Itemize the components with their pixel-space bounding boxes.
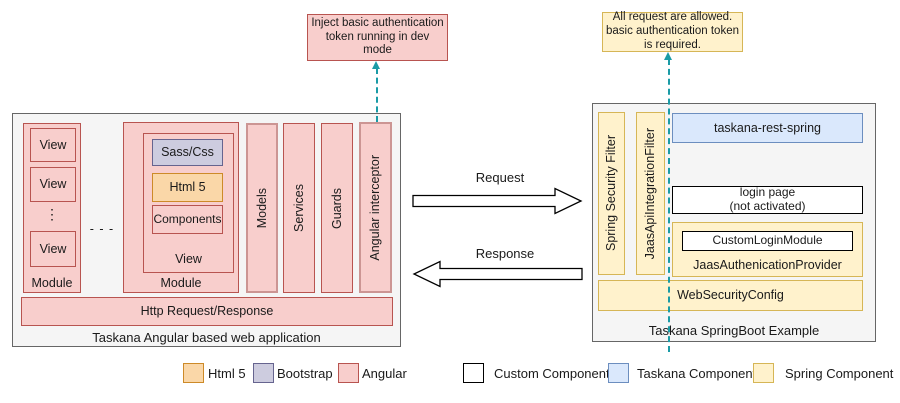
module2-label: Module	[160, 276, 202, 290]
legend-angular: Angular	[338, 363, 407, 383]
legend-bootstrap-label: Bootstrap	[277, 365, 333, 381]
note-all-requests: All request are allowed. basic authentic…	[602, 11, 743, 52]
legend-spring-swatch-icon	[753, 363, 774, 383]
legend-taskana: Taskana Component	[608, 363, 756, 383]
models-label: Models	[254, 187, 269, 229]
jaas-api-integration-filter-label: JaasApiIntegrationFilter	[643, 127, 658, 260]
legend-custom-label: Custom Component	[494, 365, 610, 381]
module1-ellipsis: ⋮	[45, 206, 59, 222]
services-label: Services	[291, 184, 306, 232]
dashed-connector-right	[668, 59, 670, 352]
springboot-title: Taskana SpringBoot Example	[648, 323, 820, 338]
html5-box: Html 5	[152, 173, 223, 202]
arrowhead-up-right-icon	[664, 52, 672, 60]
request-label: Request	[475, 170, 525, 185]
spring-security-filter-label: Spring Security Filter	[604, 135, 619, 252]
legend-bootstrap-swatch-icon	[253, 363, 274, 383]
request-arrow-icon	[412, 187, 583, 215]
web-security-config-box: WebSecurityConfig	[598, 280, 863, 311]
login-page-box: login page (not activated)	[672, 185, 863, 214]
legend-spring-label: Spring Component	[785, 365, 894, 381]
legend-html5-label: Html 5	[208, 365, 246, 381]
custom-login-module-box: CustomLoginModule	[682, 231, 853, 251]
http-request-response-box: Http Request/Response	[21, 297, 393, 326]
legend-html5-swatch-icon	[183, 363, 204, 383]
legend-custom-swatch-icon	[463, 363, 484, 383]
module2-view-label: View	[175, 252, 202, 266]
legend-taskana-label: Taskana Component	[637, 365, 757, 381]
legend-spring: Spring Component	[753, 363, 893, 383]
angular-interceptor-label: Angular interceptor	[368, 154, 383, 261]
jaas-api-integration-filter-bar: JaasApiIntegrationFilter	[636, 112, 665, 275]
spring-security-filter-bar: Spring Security Filter	[598, 112, 625, 275]
login-page-line2: (not activated)	[729, 199, 806, 213]
jaas-authentication-provider-label: JaasAuthenicationProvider	[693, 258, 842, 272]
taskana-rest-spring-box: taskana-rest-spring	[672, 113, 863, 143]
module1-view1: View	[30, 128, 76, 162]
modules-separator: - - -	[89, 222, 115, 236]
legend-angular-label: Angular	[362, 365, 407, 381]
module1-view3: View	[30, 231, 76, 267]
response-arrow-icon	[412, 260, 583, 288]
legend-bootstrap: Bootstrap	[253, 363, 333, 383]
models-bar: Models	[246, 123, 278, 293]
angular-app-title: Taskana Angular based web application	[92, 330, 321, 345]
legend-html5: Html 5	[183, 363, 246, 383]
module1-label: Module	[31, 276, 73, 290]
dashed-connector-left	[376, 68, 378, 122]
response-label: Response	[475, 246, 535, 261]
services-bar: Services	[283, 123, 315, 293]
note-inject-token: Inject basic authentication token runnin…	[307, 14, 448, 61]
login-page-line1: login page	[739, 185, 796, 200]
angular-interceptor-bar: Angular interceptor	[359, 122, 392, 293]
sass-css-box: Sass/Css	[152, 139, 223, 166]
legend-angular-swatch-icon	[338, 363, 359, 383]
guards-label: Guards	[329, 187, 344, 229]
legend-taskana-swatch-icon	[608, 363, 629, 383]
legend-custom: Custom Component	[463, 363, 610, 383]
components-box: Components	[152, 205, 223, 234]
guards-bar: Guards	[321, 123, 353, 293]
arrowhead-up-left-icon	[372, 61, 380, 69]
module1-view2: View	[30, 167, 76, 202]
